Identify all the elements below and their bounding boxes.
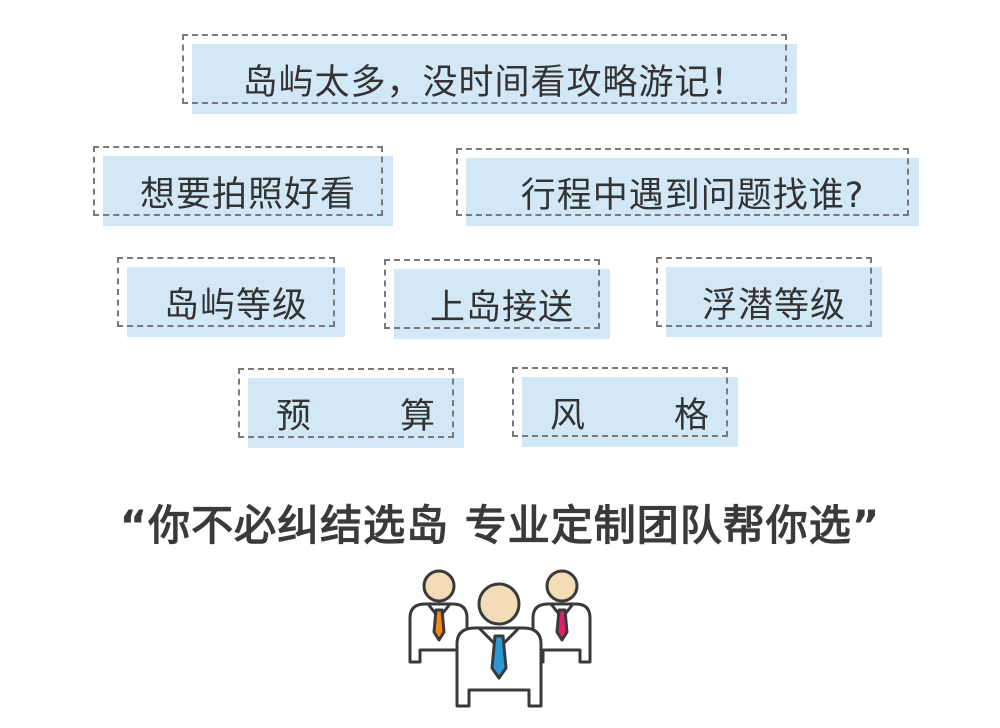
tag-label: 行程中遇到问题找谁? <box>520 175 865 216</box>
tag-char: 预 <box>276 396 313 437</box>
team-people-icon <box>408 569 592 708</box>
tag-char: 格 <box>673 395 710 436</box>
person-left <box>408 569 469 664</box>
tag-island-level: 岛屿等级 <box>117 257 345 337</box>
tag-label: 浮潜等级 <box>701 285 846 326</box>
tag-island-transfer: 上岛接送 <box>384 259 610 339</box>
tag-label: 岛屿等级 <box>163 285 308 326</box>
tag-style: 风 格 <box>512 367 738 447</box>
tag-label: 预 算 <box>248 378 464 448</box>
tag-label: 风 格 <box>522 377 738 447</box>
tag-trip-problems: 行程中遇到问题找谁? <box>456 148 919 226</box>
tag-label: 上岛接送 <box>429 287 574 328</box>
tagline: “你不必纠结选岛 专业定制团队帮你选” <box>119 501 881 550</box>
tag-snorkel-level: 浮潜等级 <box>656 257 882 337</box>
tag-photo: 想要拍照好看 <box>93 146 393 226</box>
tag-char: 风 <box>550 395 587 436</box>
tag-budget: 预 算 <box>238 368 464 448</box>
tag-label: 岛屿太多，没时间看攻略游记！ <box>242 62 747 103</box>
person-center <box>455 582 543 708</box>
tag-char: 算 <box>399 396 436 437</box>
tag-too-many-islands: 岛屿太多，没时间看攻略游记！ <box>182 34 797 114</box>
tag-label: 想要拍照好看 <box>139 174 356 215</box>
person-right <box>531 569 592 664</box>
